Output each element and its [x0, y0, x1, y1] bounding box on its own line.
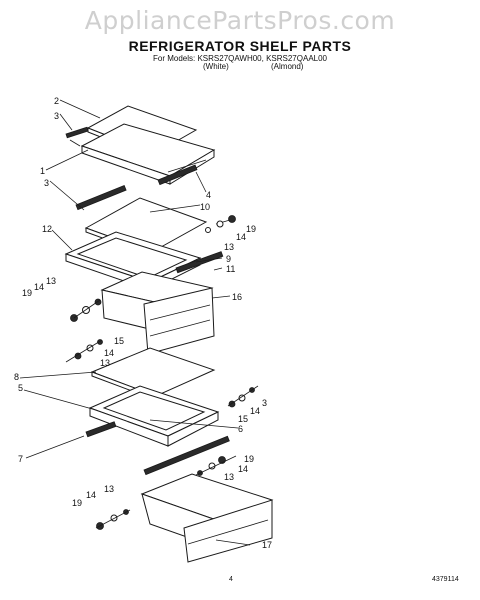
- callout-10: 10: [200, 202, 210, 212]
- meat-pan: [140, 473, 274, 563]
- trim-strip-3b: [75, 184, 127, 211]
- callout-17: 17: [262, 540, 272, 550]
- callout-13: 13: [104, 484, 114, 494]
- callout-19: 19: [22, 288, 32, 298]
- callout-16: 16: [232, 292, 242, 302]
- callout-15: 15: [238, 414, 248, 424]
- leader-lines: [19, 99, 251, 546]
- hardware-set-b: [70, 298, 102, 322]
- variant-almond: (Almond): [271, 62, 304, 71]
- callout-3: 3: [262, 398, 267, 408]
- callout-5: 5: [18, 383, 23, 393]
- variant-white: (White): [203, 62, 229, 71]
- crisper-drawer: [100, 271, 215, 355]
- callout-14: 14: [238, 464, 248, 474]
- callout-9: 9: [226, 254, 231, 264]
- callout-13: 13: [46, 276, 56, 286]
- callout-14: 14: [236, 232, 246, 242]
- top-shelf-assembly: [65, 105, 216, 186]
- hardware-set-e: [195, 455, 237, 476]
- callout-7: 7: [18, 454, 23, 464]
- callout-14: 14: [104, 348, 114, 358]
- hardware-set-d: [227, 385, 259, 408]
- model-list: For Models: KSRS27QAWH00, KSRS27QAAL00: [153, 54, 327, 63]
- trim-strip-front: [157, 164, 198, 186]
- callout-6: 6: [238, 424, 243, 434]
- hardware-set-a: [205, 215, 236, 233]
- callout-13: 13: [224, 242, 234, 252]
- callout-15: 15: [114, 336, 124, 346]
- callout-4: 4: [206, 190, 211, 200]
- screw-19a: [228, 215, 236, 223]
- callout-14: 14: [250, 406, 260, 416]
- rail-7: [85, 421, 117, 438]
- diagram-title: REFRIGERATOR SHELF PARTS: [128, 38, 352, 54]
- callout-12: 12: [42, 224, 52, 234]
- callout-19: 19: [246, 224, 256, 234]
- hardware-set-c: [65, 339, 103, 363]
- callout-19: 19: [72, 498, 82, 508]
- meat-pan-front: [183, 499, 273, 563]
- document-number: 4379114: [432, 576, 459, 583]
- callout-14: 14: [86, 490, 96, 500]
- rail-6: [143, 435, 230, 476]
- callout-3: 3: [54, 111, 59, 121]
- page-number: 4: [229, 576, 233, 583]
- screw-15a: [74, 352, 82, 360]
- callout-19: 19: [244, 454, 254, 464]
- hardware-set-f: [95, 509, 131, 530]
- callout-8: 8: [14, 372, 19, 382]
- lower-shelf-assembly: [85, 347, 239, 447]
- callout-13: 13: [224, 472, 234, 482]
- callout-11: 11: [226, 264, 235, 274]
- watermark: AppliancePartsPros.com: [84, 6, 396, 35]
- trim-strip-left: [65, 126, 89, 139]
- callouts: 2 3 1 3 4 10 12 19 14 13 9 11 19 14 13 1…: [14, 96, 272, 550]
- callout-1: 1: [40, 166, 45, 176]
- callout-13: 13: [100, 358, 110, 368]
- callout-2: 2: [54, 96, 59, 106]
- callout-3: 3: [44, 178, 49, 188]
- crisper-drawer-front: [143, 287, 215, 355]
- rail-11: [175, 251, 224, 274]
- callout-14: 14: [34, 282, 44, 292]
